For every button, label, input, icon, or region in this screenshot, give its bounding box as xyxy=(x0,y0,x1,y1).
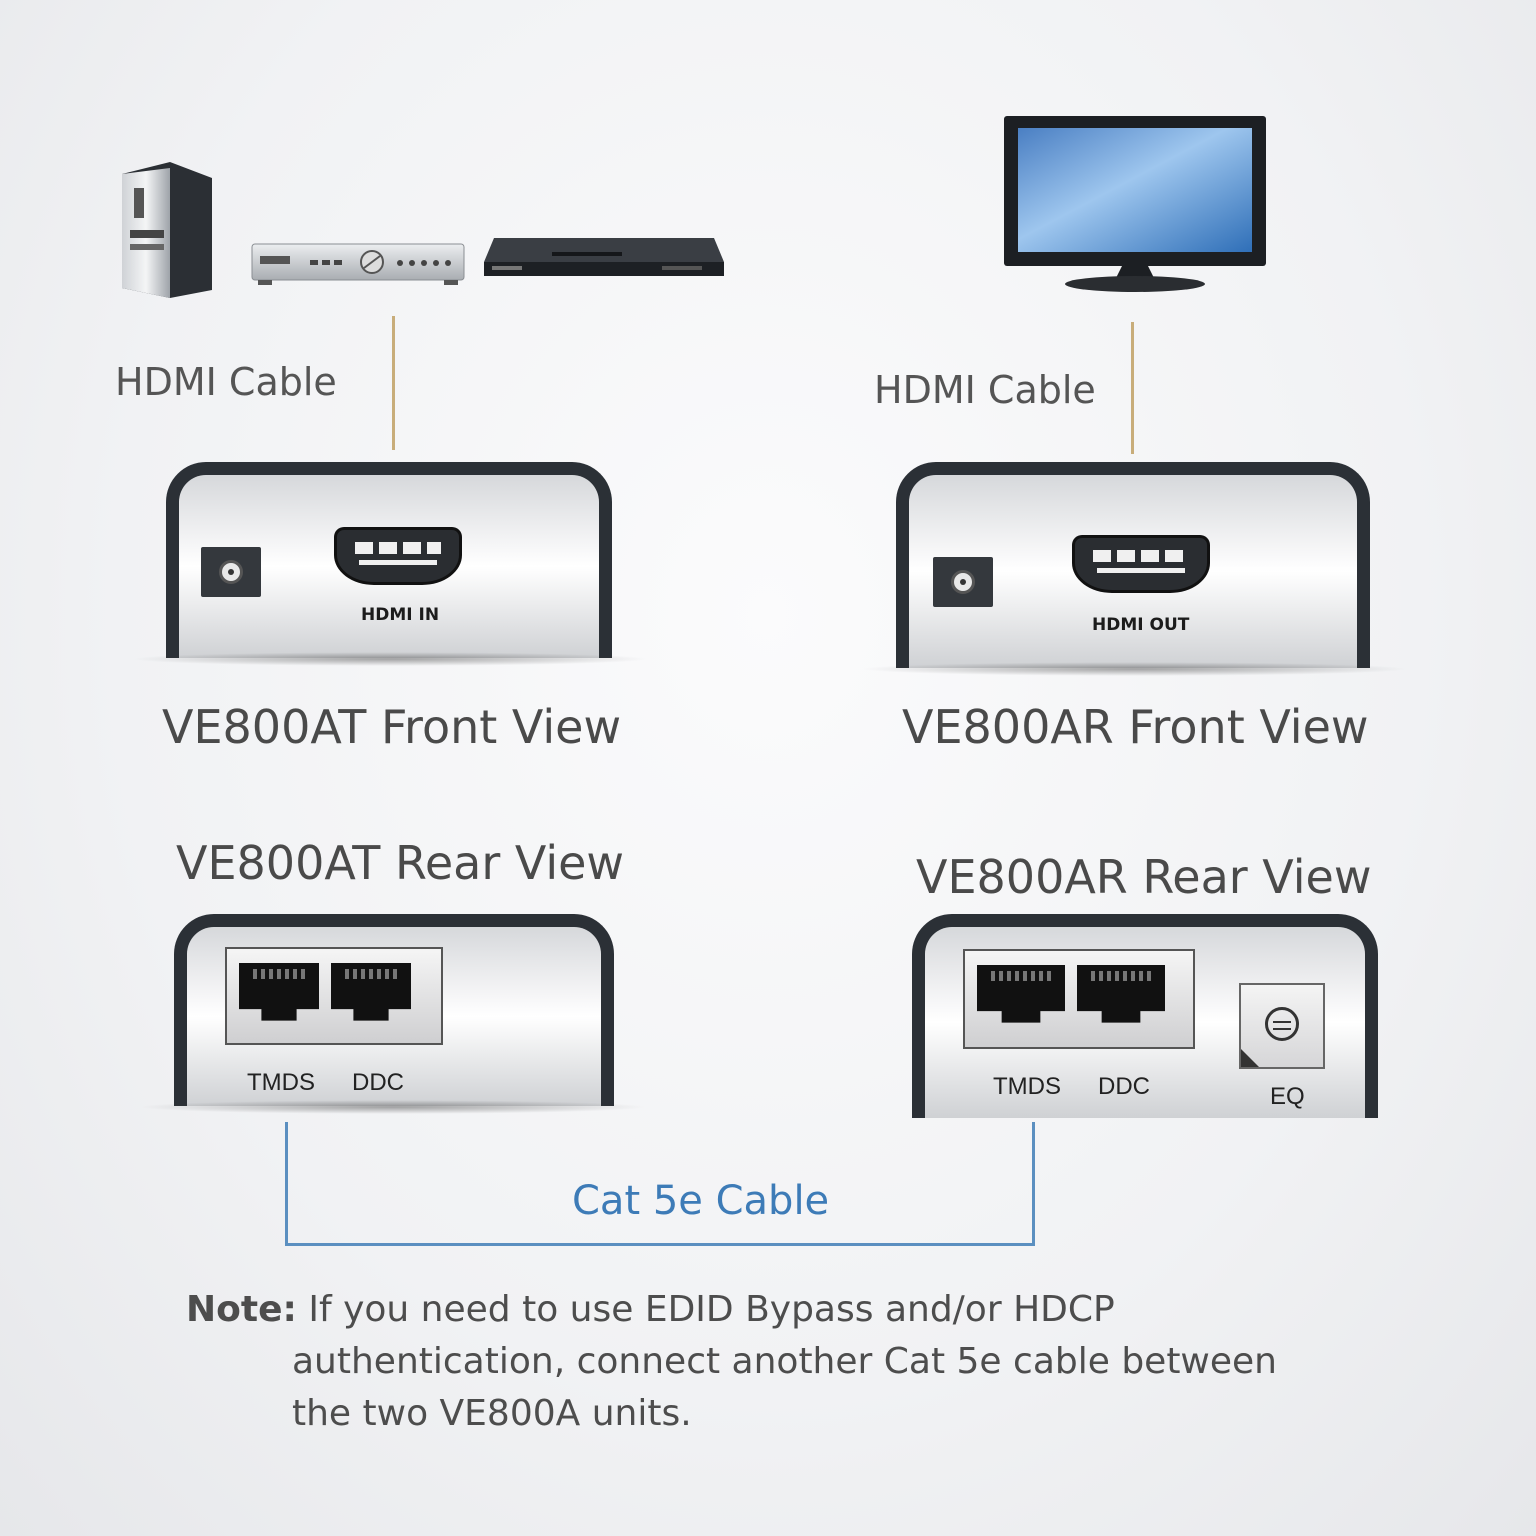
tmds-port-label: TMDS xyxy=(247,1069,315,1096)
tmds-rj45-port xyxy=(977,965,1065,1023)
ve800at-rear-unit: TMDS DDC xyxy=(174,914,614,1106)
hdmi-in-label: HDMI IN xyxy=(361,605,440,625)
ve800ar-front-shadow xyxy=(860,662,1410,676)
power-jack xyxy=(933,557,993,607)
rj45-panel xyxy=(225,947,443,1045)
hdmi-out-port xyxy=(1072,535,1210,593)
hdmi-cable-line-right xyxy=(1131,322,1134,454)
ve800at-rear-title: VE800AT Rear View xyxy=(176,836,625,890)
ve800at-rear-shadow xyxy=(138,1100,648,1114)
pc-tower-icon xyxy=(122,162,212,298)
note-prefix: Note: xyxy=(186,1289,297,1330)
rj45-panel xyxy=(963,949,1195,1049)
ve800ar-front-title: VE800AR Front View xyxy=(902,700,1369,754)
ddc-rj45-port xyxy=(1077,965,1165,1023)
tmds-rj45-port xyxy=(239,963,319,1021)
cat5e-cable-line xyxy=(285,1122,1035,1246)
power-jack-socket xyxy=(951,570,975,594)
note-line-1: Note: If you need to use EDID Bypass and… xyxy=(186,1284,1386,1336)
note-line-2: authentication, connect another Cat 5e c… xyxy=(292,1341,1277,1382)
hdmi-cable-label-left: HDMI Cable xyxy=(115,360,337,404)
note-line-3: the two VE800A units. xyxy=(292,1393,692,1434)
note-text-1: If you need to use EDID Bypass and/or HD… xyxy=(308,1289,1115,1330)
power-jack-socket xyxy=(219,560,243,584)
ddc-port-label: DDC xyxy=(1098,1073,1150,1100)
ddc-port-label: DDC xyxy=(352,1069,404,1096)
hdmi-out-label: HDMI OUT xyxy=(1092,615,1190,635)
ve800at-front-unit: HDMI IN xyxy=(166,462,612,658)
ve800at-front-title: VE800AT Front View xyxy=(162,700,622,754)
audio-receiver-icon xyxy=(251,243,465,285)
cat5e-cable-label: Cat 5e Cable xyxy=(572,1178,830,1224)
note-block: Note: If you need to use EDID Bypass and… xyxy=(186,1284,1386,1440)
power-jack xyxy=(201,547,261,597)
hdmi-cable-label-right: HDMI Cable xyxy=(874,368,1096,412)
eq-label: EQ xyxy=(1270,1083,1305,1110)
eq-dial xyxy=(1239,983,1325,1069)
monitor-icon xyxy=(1004,116,1266,292)
ve800ar-front-unit: HDMI OUT xyxy=(896,462,1370,668)
ddc-rj45-port xyxy=(331,963,411,1021)
ve800at-front-shadow xyxy=(130,652,650,666)
media-player-icon xyxy=(484,238,724,276)
ve800ar-rear-unit: TMDS DDC EQ xyxy=(912,914,1378,1118)
hdmi-in-port xyxy=(334,527,462,585)
ve800ar-rear-title: VE800AR Rear View xyxy=(916,850,1372,904)
eq-knob-icon xyxy=(1265,1007,1299,1041)
hdmi-cable-line-left xyxy=(392,316,395,450)
tmds-port-label: TMDS xyxy=(993,1073,1061,1100)
